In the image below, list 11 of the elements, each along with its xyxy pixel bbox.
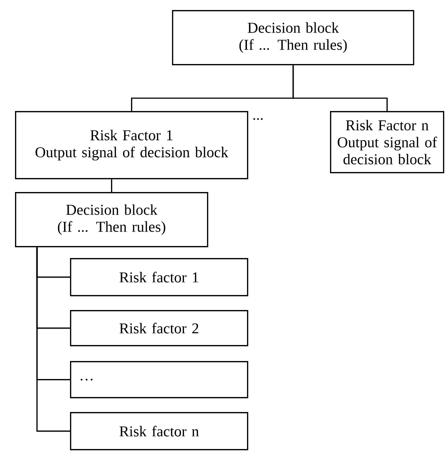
text-box: Risk Factor n Output signal of decision block bbox=[330, 111, 444, 174]
text-box: Decision block (If ... Then rules) bbox=[172, 10, 414, 66]
connector-line bbox=[111, 179, 112, 192]
text-box: Decision block (If ... Then rules) bbox=[15, 192, 208, 248]
connector-line bbox=[292, 65, 388, 111]
text-box: Risk factor 1 bbox=[70, 258, 248, 296]
connector-line bbox=[36, 247, 70, 432]
text-box: … bbox=[70, 361, 248, 398]
text-box: Risk factor 2 bbox=[70, 310, 248, 346]
text-box: Risk Factor 1 Output signal of decision block bbox=[15, 111, 248, 180]
text-box: Risk factor n bbox=[70, 412, 248, 450]
